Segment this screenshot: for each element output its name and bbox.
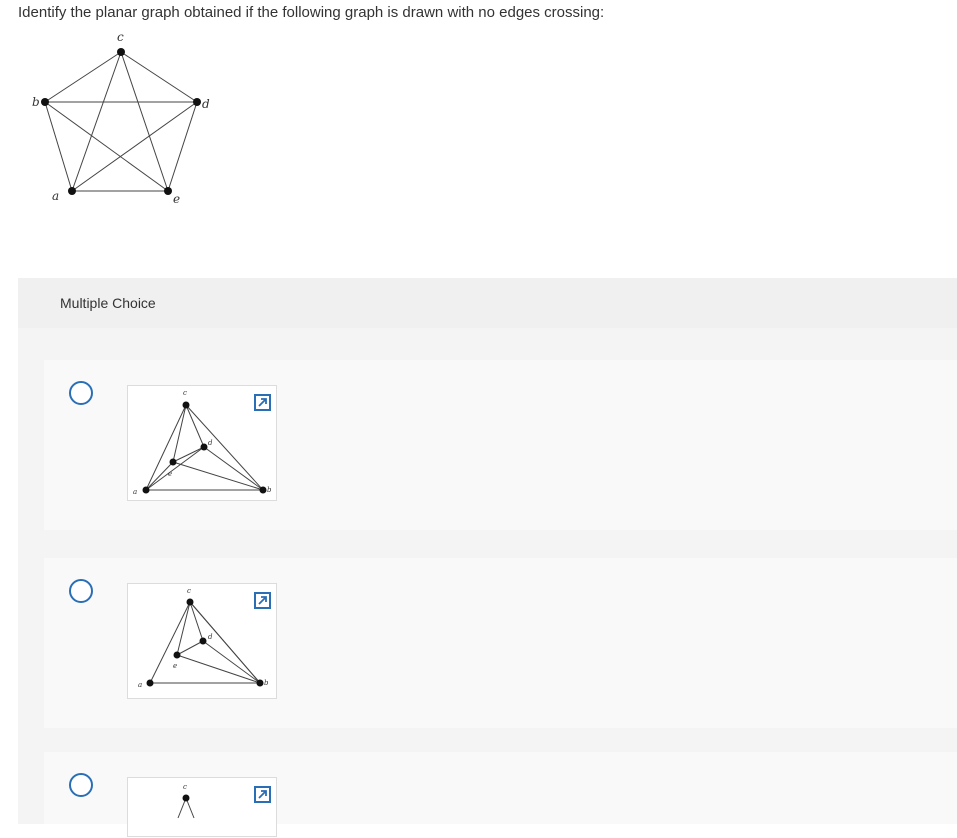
choice-option-3[interactable]: c bbox=[44, 752, 957, 837]
o1-edge-c-d bbox=[185, 404, 205, 448]
option-1-graph: c d e a b bbox=[133, 389, 272, 496]
o1-edge-c-b bbox=[185, 404, 264, 491]
o2-edge-e-d bbox=[176, 640, 204, 656]
expand-arrow-icon bbox=[258, 790, 267, 799]
multiple-choice-header: Multiple Choice bbox=[18, 278, 957, 328]
o1-label-a: a bbox=[133, 488, 137, 496]
o3-label-c: c bbox=[183, 783, 187, 791]
o1-edge-c-e bbox=[172, 404, 187, 463]
label-c: c bbox=[117, 30, 124, 44]
o1-vertex-e bbox=[169, 458, 177, 466]
label-e: e bbox=[173, 192, 180, 206]
radio-button-2[interactable] bbox=[69, 579, 93, 603]
o2-vertex-a bbox=[146, 679, 154, 687]
vertex-a bbox=[68, 187, 76, 195]
o1-vertex-c bbox=[182, 401, 190, 409]
expand-icon-3[interactable] bbox=[254, 786, 271, 803]
edge-c-a bbox=[71, 51, 122, 192]
o1-edge-e-d bbox=[172, 446, 205, 463]
radio-button-1[interactable] bbox=[69, 381, 93, 405]
choice-option-1[interactable]: c d e a b bbox=[44, 360, 957, 530]
o1-label-d: d bbox=[208, 439, 213, 447]
edge-c-b bbox=[44, 51, 122, 103]
multiple-choice-label: Multiple Choice bbox=[60, 295, 156, 311]
o2-label-b: b bbox=[264, 679, 269, 687]
o2-edge-d-b bbox=[202, 640, 261, 684]
expand-icon-2[interactable] bbox=[254, 592, 271, 609]
expand-arrow-icon bbox=[258, 596, 267, 605]
o2-vertex-c bbox=[186, 598, 194, 606]
edge-d-a bbox=[71, 101, 198, 192]
o1-edge-c-a bbox=[145, 404, 187, 491]
o2-label-c: c bbox=[187, 587, 191, 595]
vertex-b bbox=[41, 98, 49, 106]
o1-label-e: e bbox=[168, 470, 172, 478]
o1-edge-a-d bbox=[145, 446, 205, 491]
edge-b-a bbox=[44, 101, 73, 192]
choice-option-2[interactable]: c d e a b bbox=[44, 558, 957, 728]
o2-vertex-e bbox=[173, 651, 181, 659]
o3-edge-2 bbox=[185, 797, 195, 819]
o2-vertex-d bbox=[199, 637, 207, 645]
o2-edge-c-d bbox=[189, 601, 204, 642]
option-2-image[interactable]: c d e a b bbox=[127, 583, 277, 699]
expand-arrow-icon bbox=[258, 398, 267, 407]
option-3-image[interactable]: c bbox=[127, 777, 277, 837]
label-b: b bbox=[32, 95, 40, 109]
o2-edge-e-b bbox=[176, 654, 261, 684]
o2-label-a: a bbox=[138, 681, 142, 689]
o2-edge-c-b2 bbox=[189, 601, 261, 684]
label-a: a bbox=[52, 189, 59, 203]
vertex-d bbox=[193, 98, 201, 106]
vertex-c bbox=[117, 48, 125, 56]
o2-label-e: e bbox=[173, 662, 177, 670]
o2-edge-c-e bbox=[176, 601, 191, 656]
option-2-graph: c d e a b bbox=[138, 587, 269, 689]
o1-vertex-d bbox=[200, 443, 208, 451]
o1-edge-d-b bbox=[203, 446, 264, 491]
option-3-graph: c bbox=[177, 783, 195, 819]
o1-label-c: c bbox=[183, 389, 187, 397]
vertex-e bbox=[164, 187, 172, 195]
edge-d-e bbox=[167, 101, 198, 192]
radio-button-3[interactable] bbox=[69, 773, 93, 797]
o1-edge-e-b bbox=[172, 461, 264, 491]
label-d: d bbox=[202, 97, 210, 111]
o1-vertex-a bbox=[142, 486, 150, 494]
option-1-image[interactable]: c d e a b bbox=[127, 385, 277, 501]
original-graph: c b d a e bbox=[32, 30, 210, 206]
o3-edge-1 bbox=[177, 797, 187, 819]
o3-vertex-c bbox=[182, 794, 190, 802]
o1-label-b: b bbox=[267, 486, 272, 494]
edge-c-d bbox=[120, 51, 198, 103]
o1-vertex-b bbox=[259, 486, 267, 494]
o2-vertex-b bbox=[256, 679, 264, 687]
edge-b-e bbox=[44, 101, 169, 192]
question-text: Identify the planar graph obtained if th… bbox=[18, 4, 605, 21]
expand-icon-1[interactable] bbox=[254, 394, 271, 411]
o2-label-d: d bbox=[208, 633, 213, 641]
o1-edge-a-e bbox=[145, 461, 174, 491]
edge-c-e bbox=[120, 51, 169, 192]
o2-edge-c-a bbox=[149, 601, 191, 684]
